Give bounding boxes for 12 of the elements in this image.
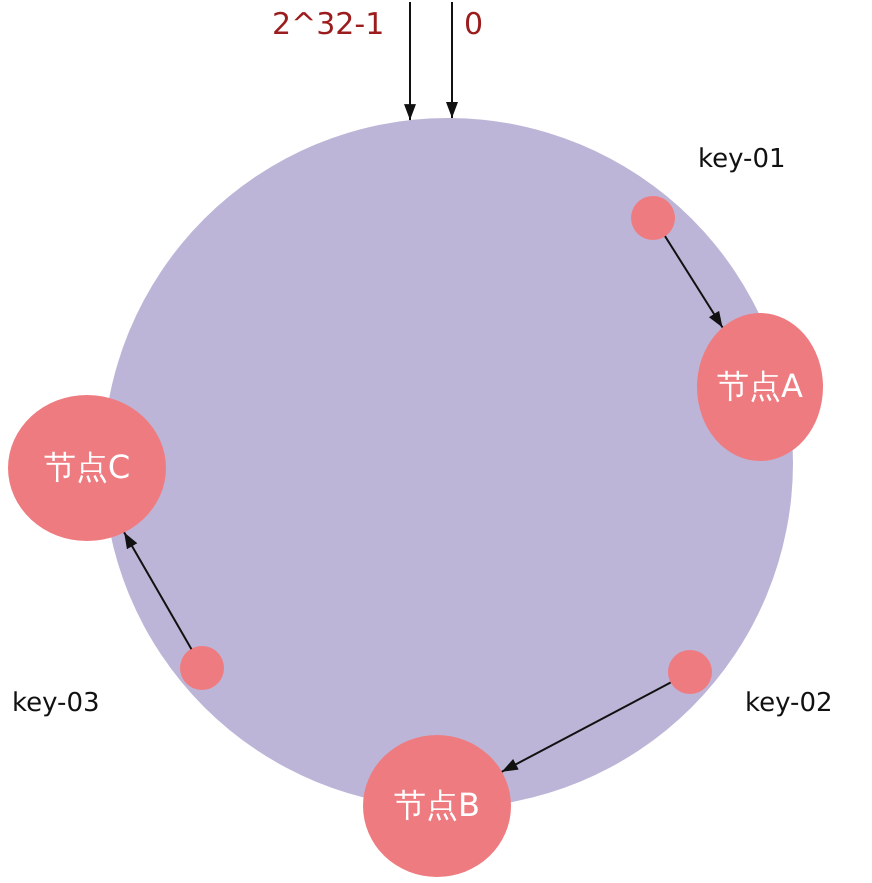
key-label: key-01 [698, 144, 786, 174]
arrow [123, 532, 192, 650]
arrow [404, 2, 416, 120]
key-dot [668, 650, 712, 694]
key-label: key-02 [745, 688, 833, 718]
server-node-circle: 节点C [8, 395, 166, 541]
key-label: key-03 [12, 688, 100, 718]
arrow [501, 682, 672, 773]
key-dot [631, 196, 676, 240]
key-dot [180, 646, 224, 690]
arrow [446, 2, 458, 118]
arrow [664, 236, 724, 328]
